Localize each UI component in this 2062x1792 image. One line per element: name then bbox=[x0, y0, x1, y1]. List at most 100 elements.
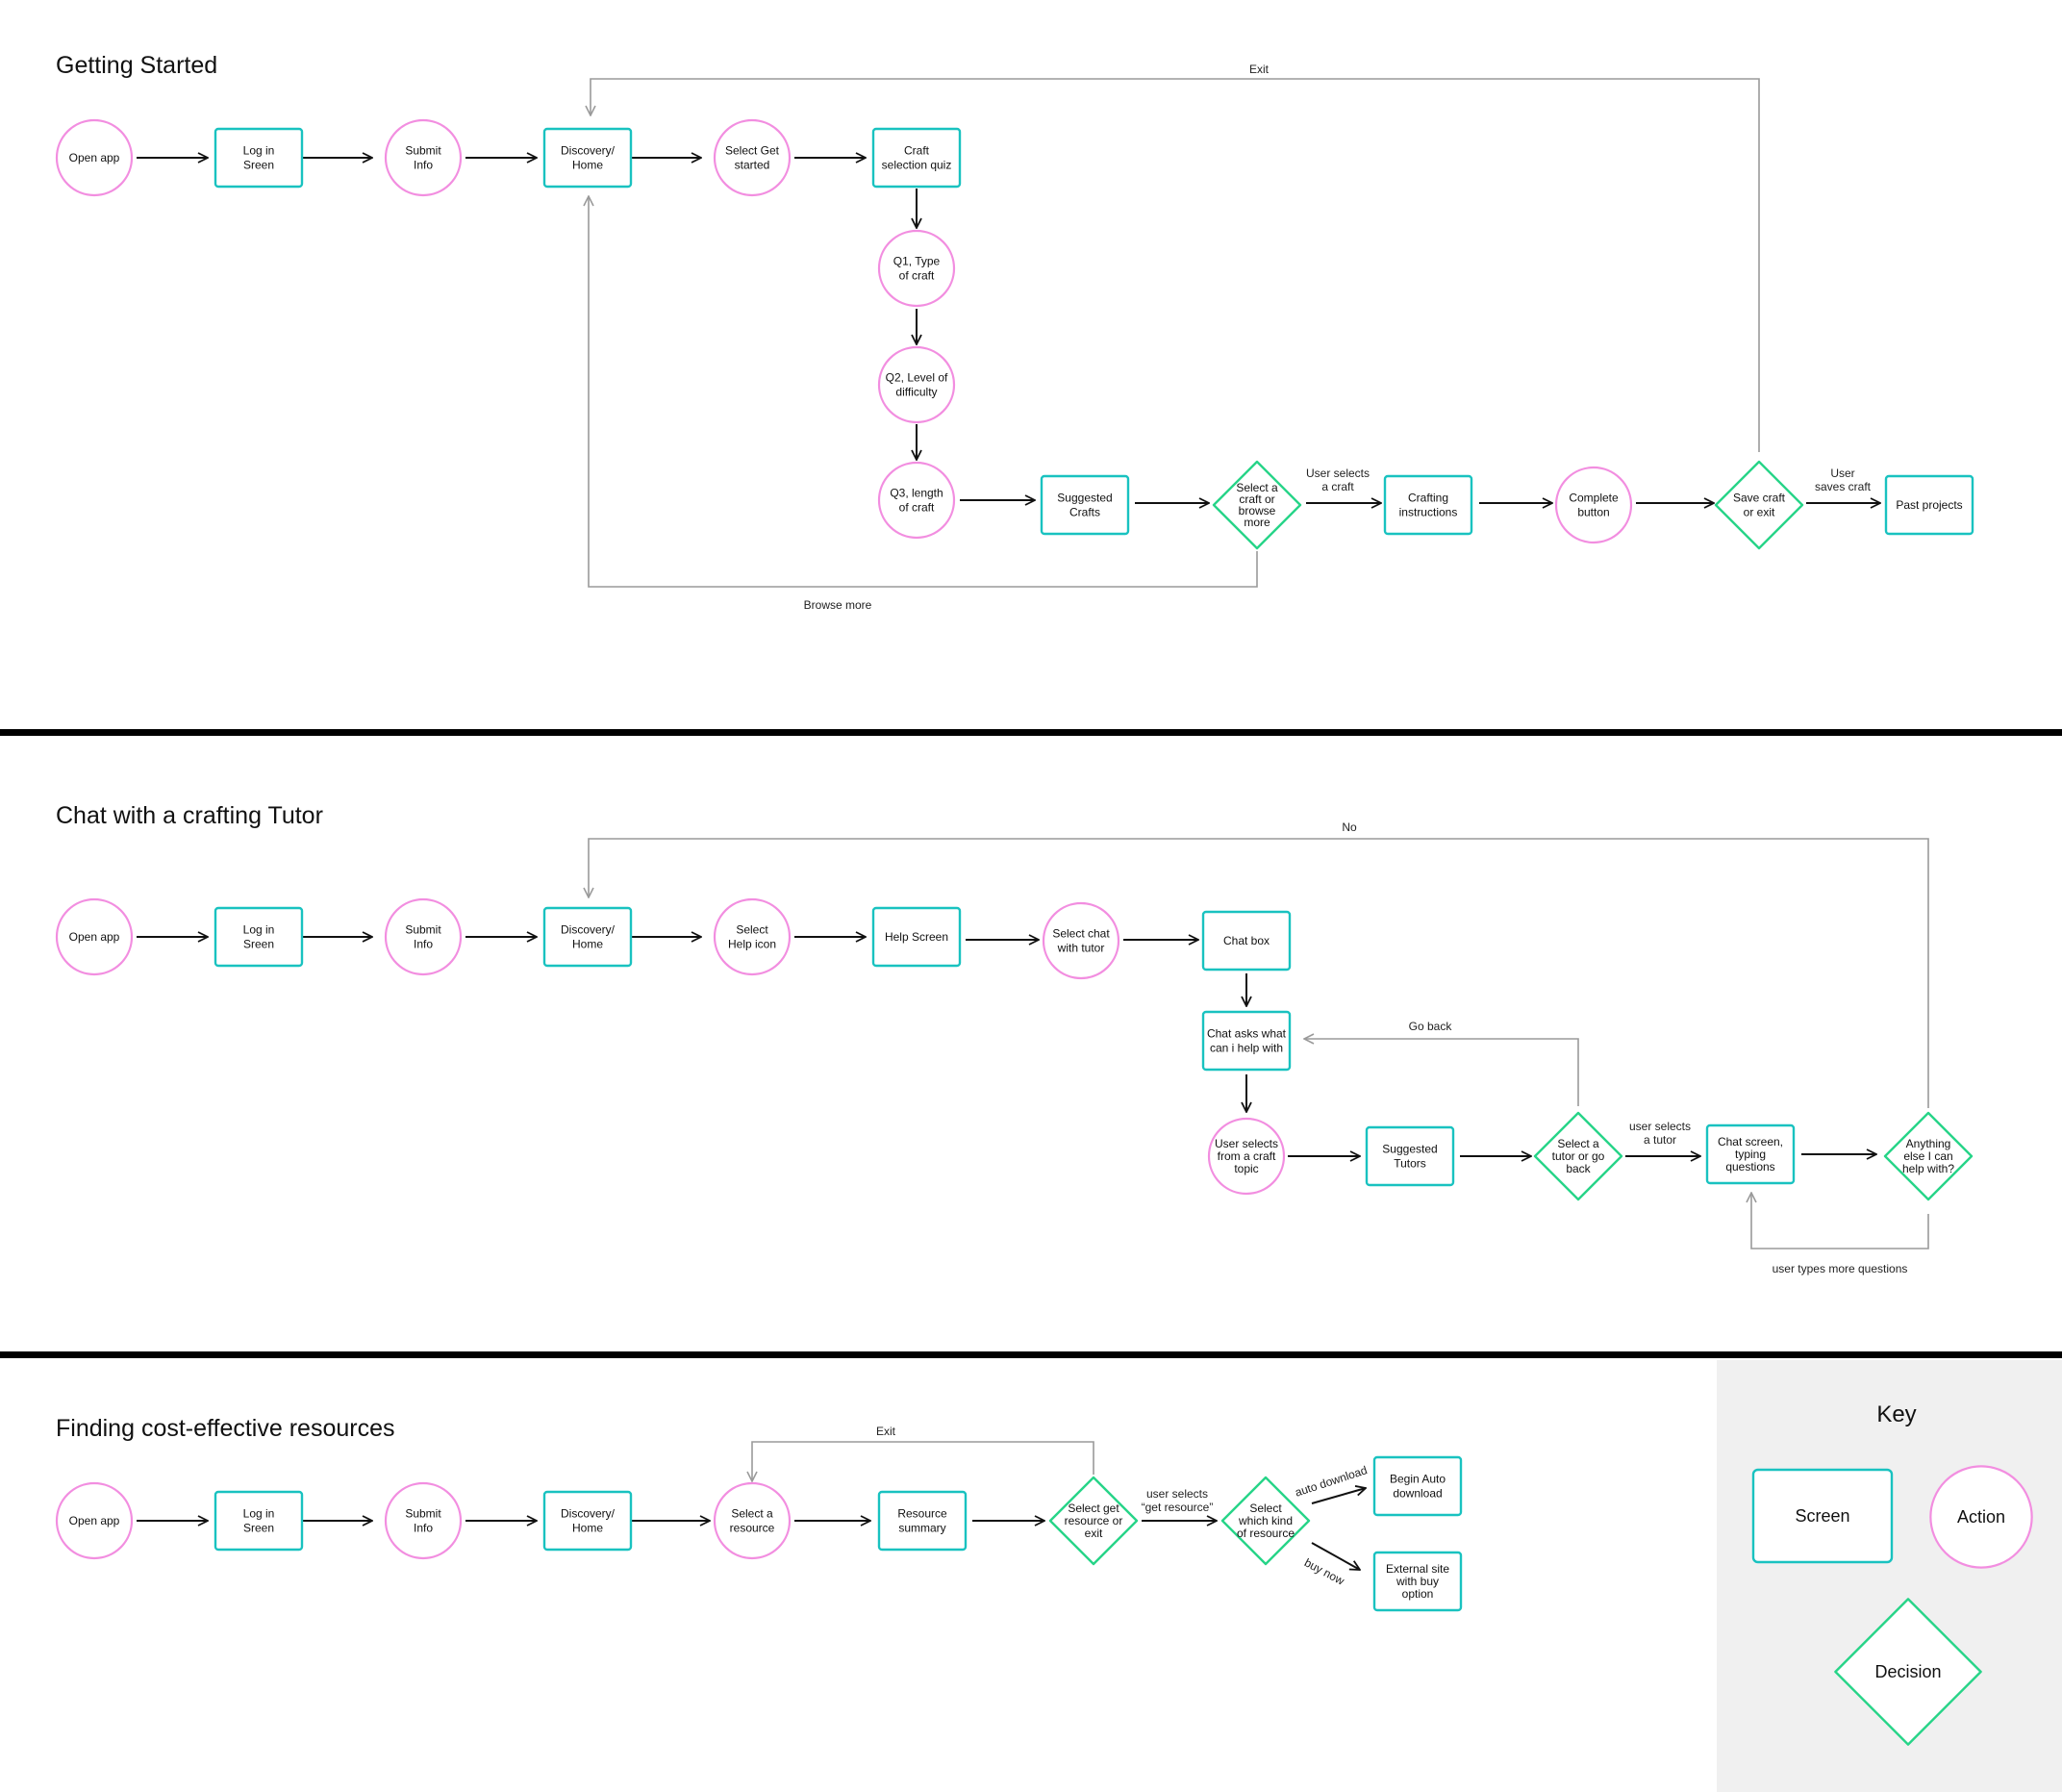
screen-icon bbox=[1040, 474, 1130, 536]
edge-label-resources-e-auto: auto download bbox=[1294, 1463, 1370, 1499]
edge-label-chat-tutor-e-no: No bbox=[1342, 820, 1357, 834]
screen-icon bbox=[214, 127, 304, 189]
edge-label-resources-e-exit: Exit bbox=[876, 1425, 896, 1438]
node-chat-tutor-open: Open app bbox=[55, 897, 134, 976]
loop-arrow bbox=[591, 78, 1760, 452]
edge-label-chat-tutor-e-more: user types more questions bbox=[1773, 1262, 1908, 1275]
node-label: Discovery/Home bbox=[561, 923, 616, 951]
node-label: Help Screen bbox=[885, 930, 948, 944]
action-icon bbox=[713, 897, 792, 976]
flow-arrow bbox=[1311, 1488, 1366, 1504]
screen-icon bbox=[1201, 910, 1292, 972]
node-chat-tutor-home: Discovery/Home bbox=[542, 906, 633, 968]
key-title: Key bbox=[1876, 1401, 1916, 1427]
action-icon bbox=[877, 229, 956, 308]
edge-label-resources-e-buy: buy now bbox=[1302, 1555, 1346, 1588]
key-item-screen: Screen bbox=[1751, 1468, 1894, 1564]
section-title-getting-started: Getting Started bbox=[56, 52, 217, 79]
edges bbox=[137, 78, 1929, 1570]
action-icon bbox=[877, 345, 956, 424]
edge-label-resources-e-getres: user selects“get resource” bbox=[1142, 1487, 1214, 1514]
flow-arrow bbox=[1311, 1542, 1360, 1570]
screen-icon bbox=[1372, 1551, 1463, 1612]
screen-icon bbox=[877, 1490, 968, 1552]
action-icon bbox=[713, 118, 792, 197]
screen-icon bbox=[214, 1490, 304, 1552]
decision-icon bbox=[1220, 1476, 1311, 1566]
node-label: Discovery/Home bbox=[561, 1507, 616, 1535]
node-label: Discovery/Home bbox=[561, 144, 616, 172]
edge-label-chat-tutor-e-goback: Go back bbox=[1409, 1020, 1453, 1033]
node-chat-tutor-helpscreen: Help Screen bbox=[871, 906, 962, 968]
screen-icon bbox=[214, 906, 304, 968]
action-icon bbox=[1207, 1117, 1286, 1196]
node-label: Chat box bbox=[1223, 934, 1270, 947]
action-icon bbox=[1554, 466, 1633, 544]
screen-icon bbox=[871, 906, 962, 968]
loop-arrow bbox=[752, 1441, 1094, 1481]
action-icon bbox=[384, 897, 463, 976]
loop-arrow bbox=[1304, 1039, 1579, 1106]
action-icon bbox=[1929, 1465, 2033, 1569]
edge-label-getting-started-e-browse: Browse more bbox=[804, 598, 872, 612]
action-icon bbox=[55, 897, 134, 976]
node-chat-tutor-chatbox: Chat box bbox=[1201, 910, 1292, 972]
screen-icon bbox=[1201, 1010, 1292, 1072]
screen-icon bbox=[1705, 1123, 1796, 1185]
screen-icon bbox=[1751, 1468, 1894, 1564]
screen-icon bbox=[542, 906, 633, 968]
screen-icon bbox=[542, 127, 633, 189]
decision-icon bbox=[1048, 1476, 1139, 1566]
node-getting-started-open: Open app bbox=[55, 118, 134, 197]
decision-icon bbox=[1883, 1111, 1974, 1201]
loop-arrow bbox=[1751, 1193, 1929, 1249]
screen-icon bbox=[542, 1490, 633, 1552]
screen-icon bbox=[1372, 1455, 1463, 1517]
section-divider bbox=[0, 1351, 2062, 1358]
section-title-chat-tutor: Chat with a crafting Tutor bbox=[56, 802, 323, 829]
